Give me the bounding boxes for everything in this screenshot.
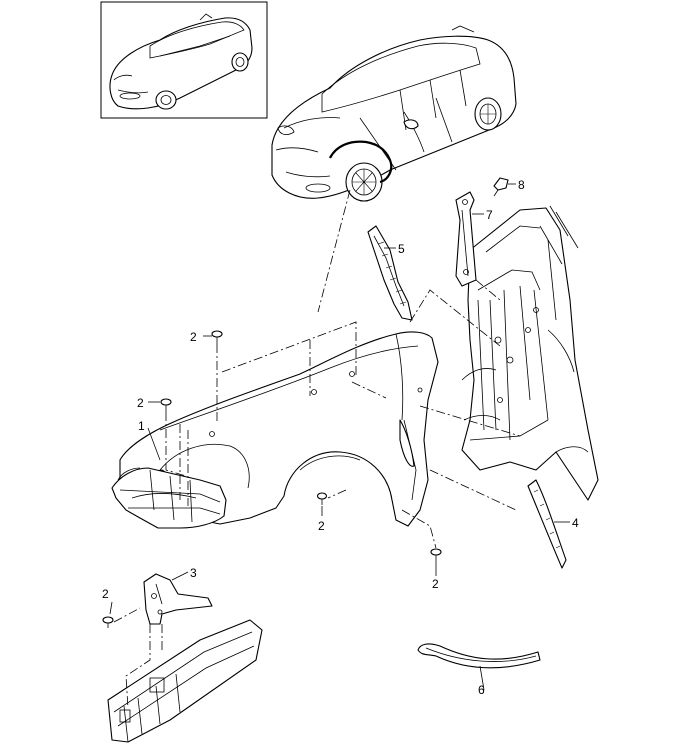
leader-car-to-fender xyxy=(317,189,351,313)
callout-3: 3 xyxy=(190,566,197,580)
callout-2-mid: 2 xyxy=(137,396,144,410)
bolt-part-8 xyxy=(493,177,509,197)
callout-7: 7 xyxy=(486,208,493,222)
bracket-part-5 xyxy=(367,225,413,321)
callout-leaders xyxy=(109,183,570,691)
callout-1: 1 xyxy=(138,419,145,433)
main-car-icon xyxy=(271,25,517,202)
callout-6: 6 xyxy=(478,683,485,697)
assembly-lines xyxy=(113,279,521,709)
callout-2-left: 2 xyxy=(102,587,109,601)
screw-2-left xyxy=(102,616,114,628)
body-structure-icon xyxy=(461,205,599,501)
callout-2-top: 2 xyxy=(190,330,197,344)
screw-2-top xyxy=(211,330,223,344)
callout-5: 5 xyxy=(398,242,405,256)
seal-part-6 xyxy=(417,643,541,669)
screw-2-mid xyxy=(160,398,172,412)
callout-2-lower: 2 xyxy=(432,577,439,591)
trim-part-4 xyxy=(527,479,567,569)
screw-2-center xyxy=(316,492,328,505)
frame-rail xyxy=(107,619,263,743)
bracket-part-3 xyxy=(143,573,213,625)
fender-part-1 xyxy=(119,331,439,527)
callout-4: 4 xyxy=(572,516,579,530)
wheelhouse-liner xyxy=(111,467,227,529)
callout-2-center: 2 xyxy=(318,519,325,533)
bracket-part-7 xyxy=(455,191,477,287)
callout-8: 8 xyxy=(518,178,525,192)
screw-2-lower xyxy=(430,548,442,562)
thumbnail-car-icon xyxy=(100,1,268,119)
